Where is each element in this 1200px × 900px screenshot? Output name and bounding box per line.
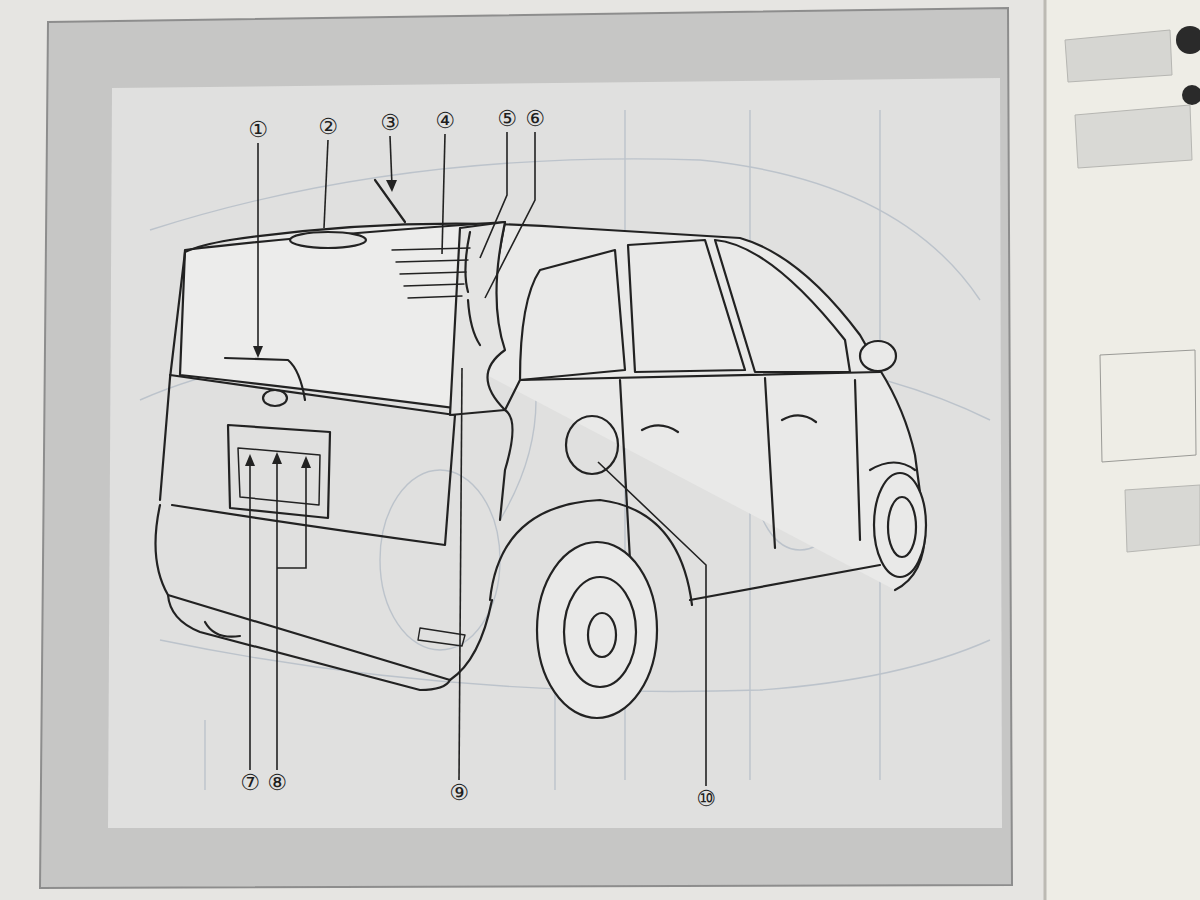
callout-number: ④ [434, 109, 456, 133]
callout-number: ⑤ [496, 107, 518, 131]
right-page-box [1100, 350, 1196, 462]
right-page-box [1075, 105, 1192, 168]
left-page [0, 0, 1045, 900]
figure-frame [40, 8, 1012, 888]
callout-number: ① [247, 118, 269, 142]
callout-number: ⑩ [695, 787, 717, 811]
callout-number: ③ [379, 111, 401, 135]
arrowheads [245, 180, 397, 468]
callout-number: ⑧ [266, 771, 288, 795]
right-page [1045, 0, 1200, 900]
callout-number: ⑦ [239, 771, 261, 795]
page-tab [1176, 26, 1200, 54]
callout-number: ② [317, 115, 339, 139]
callout-number: ⑨ [448, 781, 470, 805]
callout-number: ⑥ [524, 107, 546, 131]
car-drawing [156, 180, 927, 718]
figure-panel [108, 78, 1002, 828]
page-fold [1044, 0, 1047, 900]
page-tab [1182, 85, 1200, 105]
show-through-lines [140, 110, 990, 790]
leader-lines [250, 132, 706, 786]
right-page-box [1065, 30, 1172, 82]
right-page-box [1125, 485, 1200, 552]
